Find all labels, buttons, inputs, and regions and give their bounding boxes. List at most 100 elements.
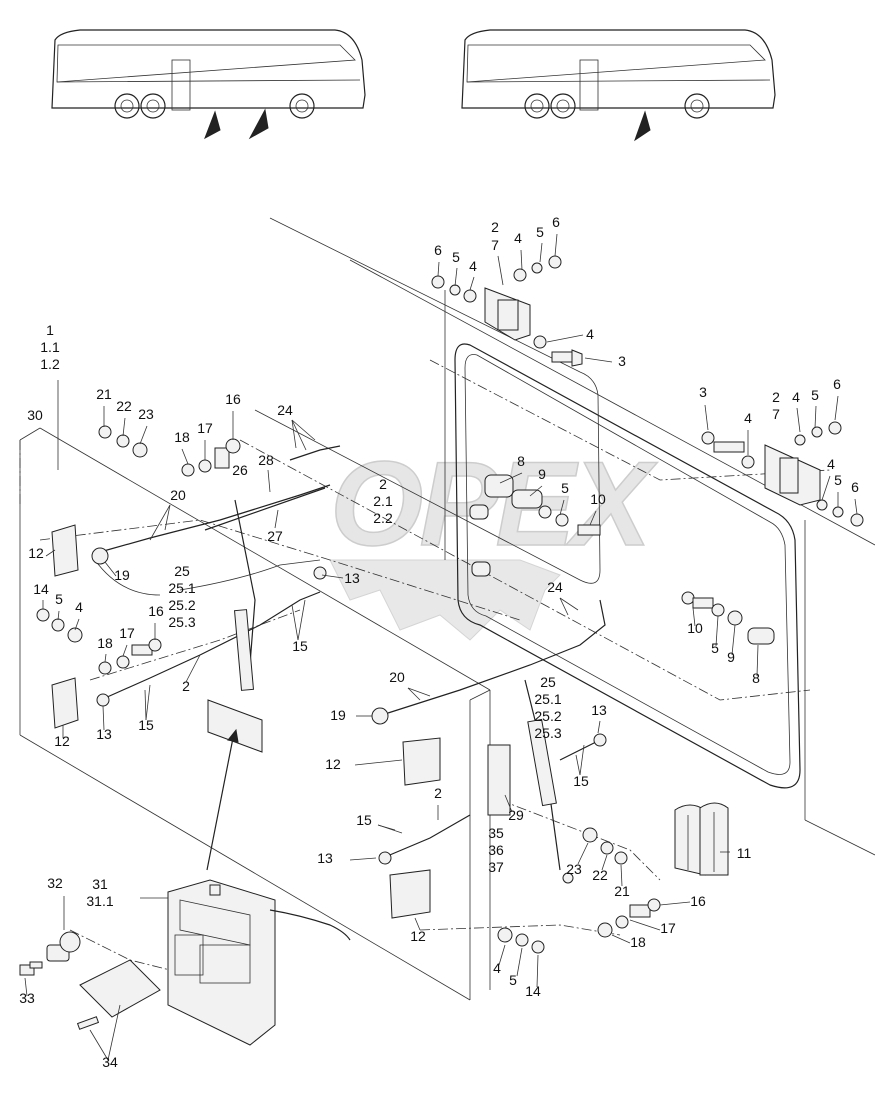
leader-line xyxy=(796,407,801,433)
callout-c1: 2 xyxy=(491,219,499,235)
callout-number: 2 xyxy=(182,678,190,694)
callout-number: 5 xyxy=(811,387,819,403)
callout-c66: 29 xyxy=(504,794,524,823)
leader-line xyxy=(122,644,128,657)
callout-c45: 4 xyxy=(74,599,83,631)
leader-line xyxy=(454,267,458,287)
callout-c24: 12 xyxy=(28,545,56,561)
callout-number: 20 xyxy=(170,487,186,503)
callout-number: 6 xyxy=(833,376,841,392)
bus-side-view-left xyxy=(51,29,366,140)
callout-c76: 12 xyxy=(410,917,426,944)
leader-line xyxy=(89,1029,109,1061)
callout-number: 22 xyxy=(116,398,132,414)
callout-c62: 13 xyxy=(591,702,607,734)
callout-number: 31 xyxy=(92,876,108,892)
callout-number: 25.2 xyxy=(534,708,561,724)
callout-c29: 5 xyxy=(559,480,569,516)
callout-number: 25.1 xyxy=(168,580,195,596)
callout-number: 5 xyxy=(834,472,842,488)
callout-c35: 5 xyxy=(811,387,819,429)
leader-line xyxy=(104,561,117,577)
leader-line xyxy=(499,472,523,484)
callout-number: 18 xyxy=(97,635,113,651)
left-fasteners xyxy=(36,425,241,675)
leader-line xyxy=(291,419,307,451)
callout-number: 15 xyxy=(573,773,589,789)
lock-housing xyxy=(167,879,351,1046)
callout-c7: 5 xyxy=(452,249,460,287)
callout-c58: 8 xyxy=(752,644,760,686)
callout-number: 2 xyxy=(379,476,387,492)
callout-c69: 13 xyxy=(317,850,377,866)
callout-c83: 14 xyxy=(525,954,541,999)
callout-number: 4 xyxy=(469,258,477,274)
callout-number: 17 xyxy=(119,625,135,641)
leader-line xyxy=(575,754,581,776)
leader-line xyxy=(107,1004,121,1061)
callout-number: 12 xyxy=(54,733,70,749)
leader-line xyxy=(377,824,403,834)
leader-line xyxy=(74,618,80,631)
leader-line xyxy=(814,405,817,429)
callout-number: 3 xyxy=(699,384,707,400)
leader-line xyxy=(291,604,299,641)
leader-line xyxy=(437,261,440,277)
callout-number: 35 xyxy=(488,825,504,841)
leader-line xyxy=(407,687,421,701)
leader-line xyxy=(497,255,504,286)
leader-line xyxy=(102,705,105,731)
callout-c3: 4 xyxy=(514,230,523,271)
lower-fasteners xyxy=(497,827,661,954)
callout-c6: 6 xyxy=(434,242,442,277)
door-seal-frame xyxy=(254,217,801,789)
cable-assemblies xyxy=(91,445,607,884)
callout-c52: 13 xyxy=(96,705,112,742)
leader-line xyxy=(539,242,543,263)
callout-number: 20 xyxy=(389,669,405,685)
callout-c11: 11.11.2 xyxy=(40,322,60,470)
callout-c5: 6 xyxy=(552,214,560,257)
callout-number: 21 xyxy=(614,883,630,899)
callout-number: 12 xyxy=(410,928,426,944)
callout-number: 4 xyxy=(827,456,835,472)
leader-line xyxy=(45,549,56,557)
callout-number: 10 xyxy=(687,620,703,636)
leader-line xyxy=(498,944,506,966)
callout-number: 25.2 xyxy=(168,597,195,613)
callout-number: 2 xyxy=(772,389,780,405)
callout-number: 17 xyxy=(660,920,676,936)
callout-c39: 5 xyxy=(834,472,842,507)
hinge-top xyxy=(431,255,583,367)
callout-number: 24 xyxy=(277,402,293,418)
leader-line xyxy=(559,597,569,616)
callout-number: 18 xyxy=(174,429,190,445)
callout-c48: 17 xyxy=(119,625,135,657)
brackets xyxy=(51,524,511,919)
callout-number: 8 xyxy=(517,453,525,469)
callout-c72: 21 xyxy=(614,864,630,899)
callout-number: 25 xyxy=(174,563,190,579)
callout-c19: 24 xyxy=(277,402,316,451)
callout-c2: 7 xyxy=(491,237,504,286)
watermark-text: OPEX xyxy=(330,437,658,571)
callout-number: 12 xyxy=(325,756,341,772)
callout-c37: 4 xyxy=(744,410,752,455)
callout-c59: 20 xyxy=(389,669,431,701)
callout-number: 19 xyxy=(330,707,346,723)
bus-side-view-right xyxy=(461,29,776,142)
callout-c55: 10 xyxy=(687,607,703,636)
leader-line xyxy=(597,720,601,734)
hinge-right xyxy=(701,421,864,527)
leader-line xyxy=(24,977,28,997)
callout-number: 3 xyxy=(618,353,626,369)
leader-line xyxy=(611,934,631,944)
callout-number: 13 xyxy=(317,850,333,866)
callout-number: 5 xyxy=(452,249,460,265)
callout-number: 24 xyxy=(547,579,563,595)
leader-line xyxy=(620,864,623,887)
callout-c16: 18 xyxy=(174,429,190,465)
callout-c81: 4 xyxy=(493,944,506,976)
